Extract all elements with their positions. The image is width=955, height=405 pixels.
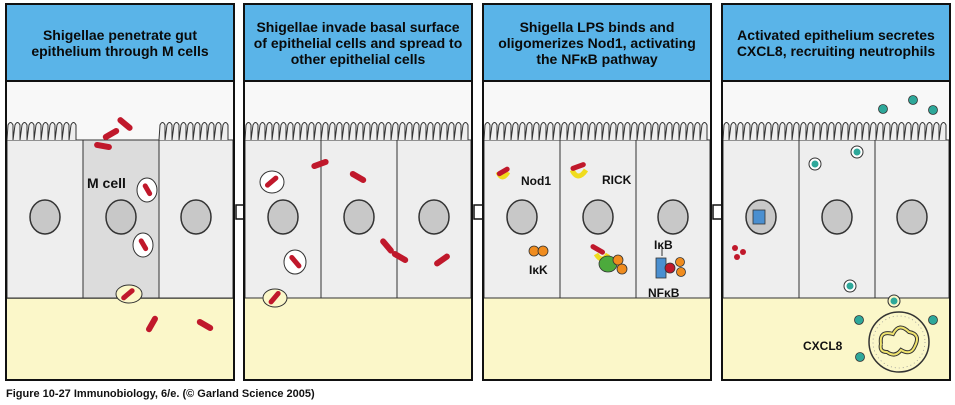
nucleus [343,199,375,235]
panel-4-illustration [723,82,949,379]
cxcl8-vesicle [850,145,864,159]
bacterium [311,158,329,170]
microvilli [723,122,947,141]
cxcl8-vesicle [887,294,901,308]
figure-caption: Figure 10-27 Immunobiology, 6/e. (© Garl… [6,388,315,400]
cxcl8-molecule [928,315,938,325]
nucleus [29,199,61,235]
cxcl8-molecule [854,315,864,325]
panel-2-illustration [245,82,471,379]
ikk-label: IκK [529,263,548,277]
nucleus [506,199,538,235]
cxcl8-molecule [908,95,918,105]
ikk-complex [528,245,549,257]
microvilli [158,122,229,141]
degraded-ikb [732,245,746,260]
panel-3-illustration [484,82,710,379]
panel-1-illustration [7,82,233,379]
nfkb-label: NFκB [648,286,680,300]
vacuole-bacterium [132,232,154,258]
panel-4-title: Activated epithelium secretes CXCL8, rec… [723,5,949,82]
vacuole-bacterium [259,170,285,194]
nucleus [105,199,137,235]
cxcl8-vesicle [808,157,822,171]
nucleus [821,199,853,235]
nfkb-ikb-complex [655,248,686,279]
panel-1: Shigellae penetrate gut epithelium throu… [5,3,235,381]
panel-4: Activated epithelium secretes CXCL8, rec… [721,3,951,381]
bacterium [102,128,120,140]
m-cell-label: M cell [87,175,126,191]
panel-2-title: Shigellae invade basal surface of epithe… [245,5,471,82]
nucleus [657,199,689,235]
nucleus [896,199,928,235]
panel-2: Shigellae invade basal surface of epithe… [243,3,473,381]
ikb-label: IκB [654,238,673,252]
panel-3: Shigella LPS binds and oligomerizes Nod1… [482,3,712,381]
cxcl8-molecule [928,105,938,115]
bacterium [380,238,394,254]
bacterium [94,141,112,151]
panel-3-title: Shigella LPS binds and oligomerizes Nod1… [484,5,710,82]
cxcl8-molecule [855,352,865,362]
bacterium [434,253,450,267]
cxcl8-vesicle [843,279,857,293]
nfkb-in-nucleus [752,209,766,225]
rick-label: RICK [602,173,632,187]
rick-complex [569,162,589,179]
vacuole-bacterium [136,177,158,203]
nucleus [267,199,299,235]
vacuole-bacterium [283,249,307,275]
vacuole-bacterium [262,288,288,308]
panel-1-title: Shigellae penetrate gut epithelium throu… [7,5,233,82]
signaling-complex [590,244,628,275]
bacterium [146,315,158,333]
microvilli [484,122,708,141]
nod1-label: Nod1 [521,174,551,188]
bacterium [391,251,409,263]
vacuole-bacterium [115,284,143,304]
nucleus [180,199,212,235]
cxcl8-label: CXCL8 [803,339,843,353]
nod1-complex [495,166,511,180]
nucleus [582,199,614,235]
bacterium [196,319,214,331]
nucleus [418,199,450,235]
neutrophil [868,311,930,373]
bacterium [117,117,133,131]
microvilli [7,122,77,141]
bacterium [349,171,367,183]
microvilli [245,122,469,141]
cxcl8-molecule [878,104,888,114]
